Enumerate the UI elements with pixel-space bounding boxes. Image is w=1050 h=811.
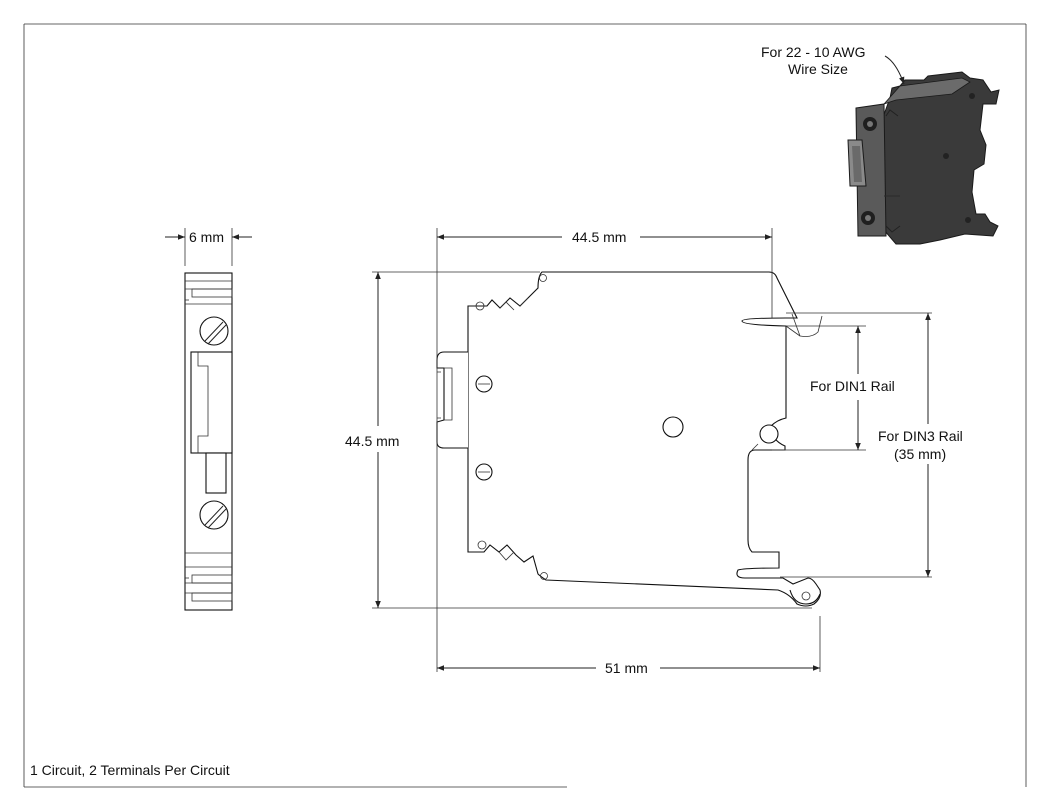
wire-size-callout: For 22 - 10 AWG Wire Size: [761, 44, 905, 85]
side-width-label: 6 mm: [189, 229, 224, 245]
din1-label: For DIN1 Rail: [810, 378, 895, 394]
din3-label-line1: For DIN3 Rail: [878, 428, 963, 444]
dimension-top-width: 44.5 mm: [437, 229, 772, 245]
wire-size-line1: For 22 - 10 AWG: [761, 44, 866, 60]
dimension-din3: For DIN3 Rail (35 mm): [878, 313, 963, 577]
front-view: [436, 271, 823, 607]
height-label: 44.5 mm: [345, 433, 399, 449]
dimension-din1: For DIN1 Rail: [810, 326, 895, 450]
terminal-block-render: [847, 71, 1000, 245]
footer-note: 1 Circuit, 2 Terminals Per Circuit: [30, 762, 230, 778]
din3-label-line2: (35 mm): [894, 446, 946, 462]
bottom-width-label: 51 mm: [605, 660, 648, 676]
top-width-label: 44.5 mm: [572, 229, 626, 245]
dimension-height: 44.5 mm: [345, 272, 399, 608]
dimension-bottom-width: 51 mm: [437, 660, 820, 676]
dimension-side-width: 6 mm: [165, 228, 252, 266]
sheet-border: [23, 23, 1027, 788]
side-view: [184, 272, 233, 611]
extension-lines: [372, 228, 932, 672]
wire-size-line2: Wire Size: [788, 61, 848, 77]
